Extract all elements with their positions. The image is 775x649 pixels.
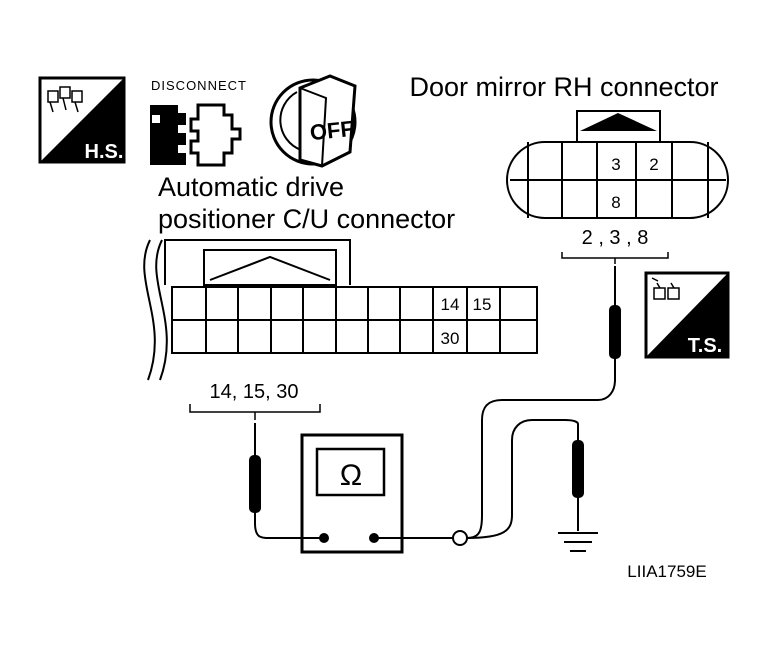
pin-30: 30: [441, 329, 460, 348]
wire-to-ground-probe: [466, 419, 579, 539]
adp-terminals-brace: [189, 404, 321, 420]
pin-15: 15: [473, 295, 492, 314]
harness-side-label: H.S.: [85, 141, 124, 163]
door-mirror-connector-title: Door mirror RH connector: [409, 72, 718, 102]
ignition-off-icon: OFF: [269, 74, 357, 168]
adp-terminals-label: 14, 15, 30: [210, 381, 299, 403]
ohmmeter-icon: Ω: [300, 433, 404, 554]
probe-right: [609, 266, 621, 372]
harness-side-icon: H.S.: [38, 76, 126, 164]
terminal-side-icon: T.S.: [644, 271, 730, 359]
wires: [254, 372, 616, 540]
disconnect-label: DISCONNECT: [151, 78, 247, 93]
wire-left: [254, 522, 324, 540]
pin-8: 8: [611, 193, 620, 212]
ignition-off-label: OFF: [309, 116, 355, 145]
ground-icon: [558, 532, 598, 552]
ohm-symbol: Ω: [340, 459, 362, 492]
disconnect-icon: DISCONNECT: [150, 78, 247, 167]
door-mirror-terminals-label: 2 , 3 , 8: [582, 227, 649, 249]
wire-to-mirror-probe: [466, 372, 616, 539]
door-mirror-terminals-brace: [561, 252, 669, 264]
wire-junction: [452, 530, 468, 546]
pin-2: 2: [649, 155, 658, 174]
pin-3: 3: [611, 155, 620, 174]
adp-connector-title-line2: positioner C/U connector: [158, 204, 455, 234]
door-mirror-connector: 3 2 8: [506, 110, 729, 219]
connector-female-half: [189, 103, 242, 167]
figure-code: LIIA1759E: [627, 562, 706, 581]
adp-connector: 14 15 30: [143, 239, 538, 381]
adp-connector-title-line1: Automatic drive: [158, 172, 344, 202]
connector-male-half: [150, 105, 186, 165]
probe-ground: [572, 424, 584, 531]
terminal-side-label: T.S.: [688, 335, 722, 357]
probe-left: [249, 423, 261, 523]
pin-14: 14: [441, 295, 460, 314]
